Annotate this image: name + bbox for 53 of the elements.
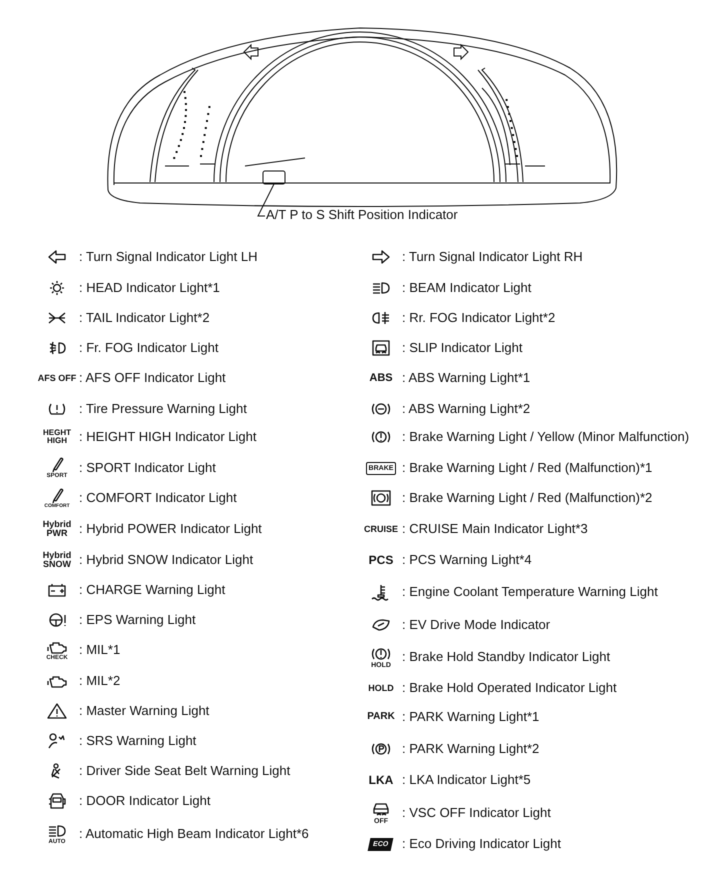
indicator-description: : SPORT Indicator Light: [79, 460, 216, 476]
indicator-description: : MIL*1: [79, 642, 120, 658]
symbol-text: CRUISE: [364, 524, 398, 534]
indicator-description: : Turn Signal Indicator Light LH: [79, 249, 258, 265]
indicator-description: : Driver Side Seat Belt Warning Light: [79, 763, 290, 779]
symbol-text: HOLD: [368, 684, 394, 692]
indicator-description: : Engine Coolant Temperature Warning Light: [402, 584, 658, 600]
symbol-text: Hybrid SNOW: [42, 551, 72, 569]
indicator-description: : PARK Warning Light*1: [402, 709, 540, 725]
indicator-description: : Brake Warning Light / Red (Malfunction)*2: [402, 490, 652, 506]
indicator-description: : Brake Hold Standby Indicator Light: [402, 649, 610, 665]
indicator-description: : SLIP Indicator Light: [402, 340, 522, 356]
indicator-description: : COMFORT Indicator Light: [79, 490, 237, 506]
indicator-description: : Brake Warning Light / Red (Malfunction)*1: [402, 460, 652, 476]
indicator-description: : ABS Warning Light*1: [402, 370, 530, 386]
symbol-text: ABS: [369, 372, 393, 384]
indicator-description: : HEIGHT HIGH Indicator Light: [79, 429, 256, 445]
indicator-description: : EPS Warning Light: [79, 612, 196, 628]
indicator-description: : CRUISE Main Indicator Light*3: [402, 521, 588, 537]
indicator-description: : Tire Pressure Warning Light: [79, 401, 247, 417]
indicator-description: : Hybrid POWER Indicator Light: [79, 521, 262, 537]
indicator-description: : HEAD Indicator Light*1: [79, 280, 220, 296]
symbol-text: PCS: [368, 554, 394, 566]
indicator-description: : Fr. FOG Indicator Light: [79, 340, 218, 356]
indicator-description: : Automatic High Beam Indicator Light*6: [79, 826, 309, 842]
symbol-text: LKA: [368, 774, 394, 786]
indicator-description: : SRS Warning Light: [79, 733, 196, 749]
indicator-description: : Brake Warning Light / Yellow (Minor Malfunction): [402, 429, 690, 445]
indicator-description: : VSC OFF Indicator Light: [402, 805, 551, 821]
indicator-window: [262, 170, 286, 184]
indicator-description: : TAIL Indicator Light*2: [79, 310, 210, 326]
indicator-description: : AFS OFF Indicator Light: [79, 370, 226, 386]
indicator-description: : Eco Driving Indicator Light: [402, 836, 561, 852]
symbol-text: Hybrid PWR: [42, 520, 72, 538]
callout-label: A/T P to S Shift Position Indicator: [266, 207, 458, 223]
indicator-description: : Rr. FOG Indicator Light*2: [402, 310, 556, 326]
symbol-text: HEGHT HIGH: [42, 429, 72, 445]
symbol-text: PARK: [367, 712, 395, 722]
indicator-description: : BEAM Indicator Light: [402, 280, 532, 296]
indicator-description: : Turn Signal Indicator Light RH: [402, 249, 583, 265]
indicator-description: : Master Warning Light: [79, 703, 210, 719]
symbol-text: AFS OFF: [38, 374, 76, 382]
indicator-description: : MIL*2: [79, 673, 120, 689]
indicator-description: : CHARGE Warning Light: [79, 582, 226, 598]
indicator-description: : DOOR Indicator Light: [79, 793, 210, 809]
leader-line: [257, 184, 274, 216]
indicator-description: : PCS Warning Light*4: [402, 552, 532, 568]
indicator-description: : ABS Warning Light*2: [402, 401, 530, 417]
indicator-description: : EV Drive Mode Indicator: [402, 617, 550, 633]
indicator-description: : LKA Indicator Light*5: [402, 772, 531, 788]
indicator-description: : PARK Warning Light*2: [402, 741, 540, 757]
indicator-description: : Brake Hold Operated Indicator Light: [402, 680, 617, 696]
indicator-description: : Hybrid SNOW Indicator Light: [79, 552, 254, 568]
